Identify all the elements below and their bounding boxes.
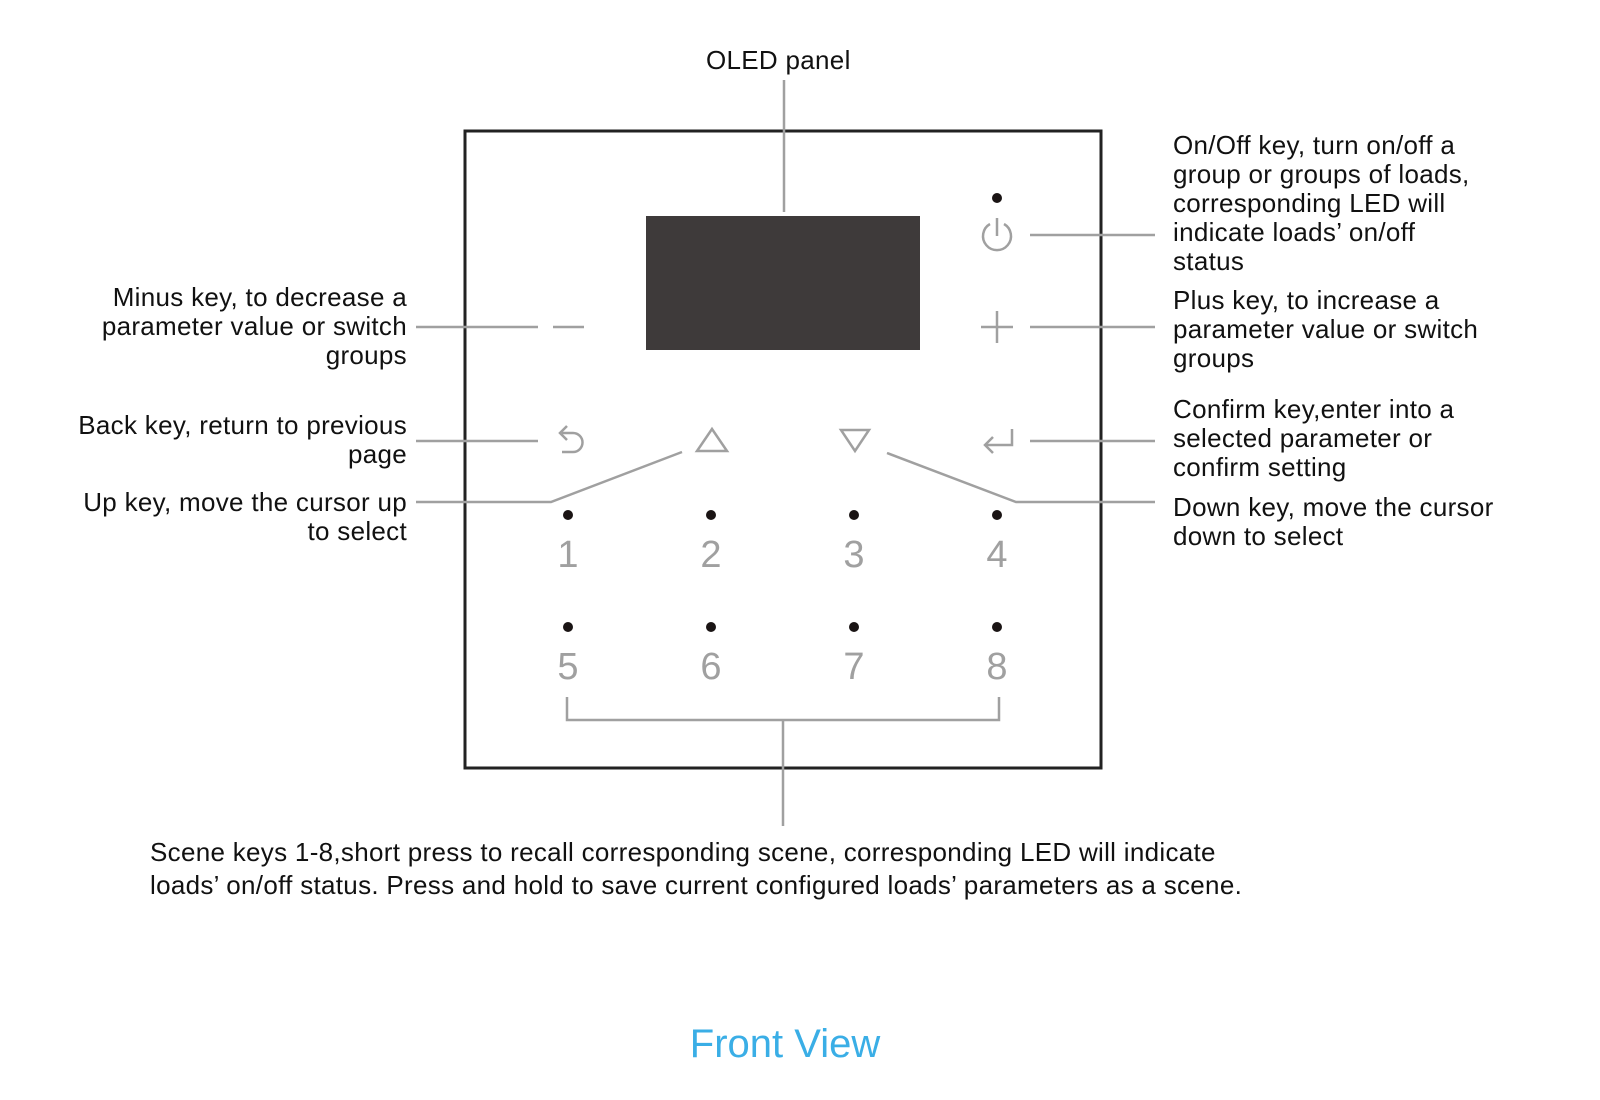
scene-key-5[interactable]: 5 (557, 646, 579, 688)
label-minus: Minus key, to decrease a parameter value… (102, 283, 407, 370)
label-oled: OLED panel (706, 45, 851, 75)
label-line: parameter value or switch (1173, 314, 1479, 344)
scene-led-7 (849, 622, 859, 632)
scene-led-6 (706, 622, 716, 632)
scene-key-2[interactable]: 2 (700, 534, 722, 576)
label-line: On/Off key, turn on/off a (1173, 130, 1456, 160)
oled-panel (646, 216, 920, 350)
scene-led-2 (706, 510, 716, 520)
scene-key-7[interactable]: 7 (843, 646, 865, 688)
label-scene-keys: Scene keys 1-8,short press to recall cor… (150, 836, 1242, 902)
leader-up (416, 450, 683, 504)
label-plus: Plus key, to increase a parameter value … (1173, 286, 1478, 373)
label-line: parameter value or switch (101, 311, 407, 341)
scene-key-6[interactable]: 6 (700, 646, 722, 688)
scene-key-1[interactable]: 1 (557, 534, 579, 576)
label-line: Plus key, to increase a (1173, 285, 1440, 315)
label-line: groups (325, 340, 407, 370)
label-line: confirm setting (1173, 452, 1347, 482)
scene-led-8 (992, 622, 1002, 632)
label-back: Back key, return to previous page (78, 411, 407, 469)
onoff-led (992, 193, 1002, 203)
label-onoff: On/Off key, turn on/off a group or group… (1173, 131, 1470, 276)
label-confirm: Confirm key,enter into a selected parame… (1173, 395, 1454, 482)
label-line: Up key, move the cursor up (83, 487, 407, 517)
label-line: page (347, 439, 407, 469)
scene-key-4[interactable]: 4 (986, 534, 1008, 576)
label-line: to select (307, 516, 407, 546)
scene-key-8[interactable]: 8 (986, 646, 1008, 688)
power-icon[interactable] (981, 218, 1013, 252)
label-line: Scene keys 1-8,short press to recall cor… (150, 837, 1216, 867)
label-line: indicate loads’ on/off (1173, 217, 1416, 247)
label-line: groups (1173, 343, 1255, 373)
label-line: Minus key, to decrease a (112, 282, 407, 312)
label-line: group or groups of loads, (1173, 159, 1470, 189)
label-line: Confirm key,enter into a (1173, 394, 1455, 424)
scene-key-3[interactable]: 3 (843, 534, 865, 576)
scene-led-5 (563, 622, 573, 632)
label-line: selected parameter or (1173, 423, 1433, 453)
scene-led-4 (992, 510, 1002, 520)
leader-down (886, 451, 1155, 504)
scene-leds (563, 510, 1002, 632)
back-icon[interactable] (558, 425, 584, 454)
down-arrow-icon[interactable] (838, 428, 872, 454)
plus-key-icon[interactable] (981, 311, 1013, 343)
label-line: corresponding LED will (1173, 188, 1446, 218)
scene-led-1 (563, 510, 573, 520)
label-line: status (1173, 246, 1245, 276)
up-arrow-icon[interactable] (694, 426, 730, 453)
scene-bracket (565, 697, 1001, 722)
label-up: Up key, move the cursor up to select (83, 488, 407, 546)
scene-led-3 (849, 510, 859, 520)
label-down: Down key, move the cursor down to select (1173, 493, 1494, 551)
enter-icon[interactable] (983, 429, 1014, 454)
label-line: Down key, move the cursor (1173, 492, 1494, 522)
label-line: loads’ on/off status. Press and hold to … (150, 870, 1243, 900)
label-line: down to select (1173, 521, 1344, 551)
label-line: Back key, return to previous (78, 410, 407, 440)
figure-title: Front View (689, 1022, 881, 1066)
